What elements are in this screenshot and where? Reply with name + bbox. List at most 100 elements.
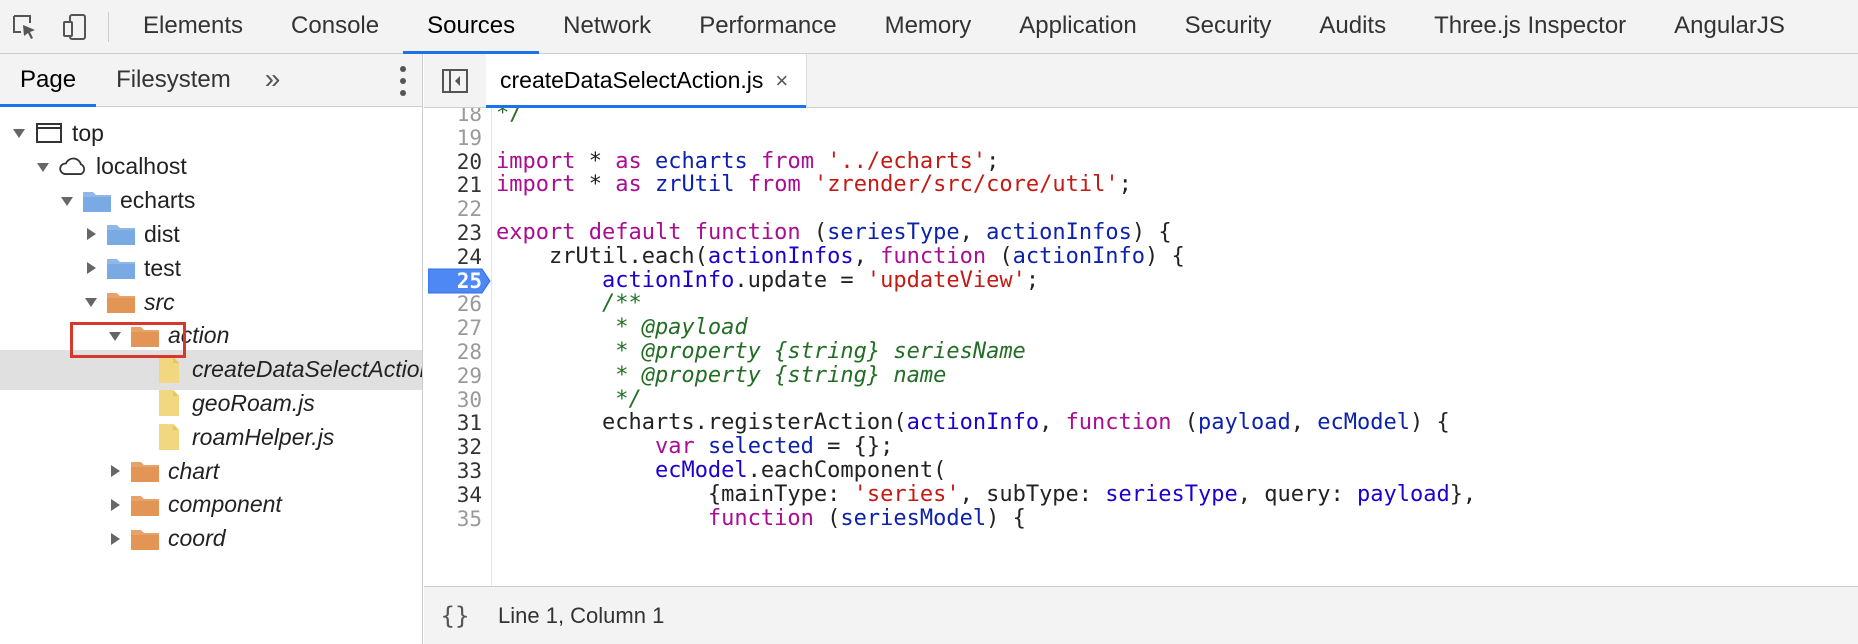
code-text: function (seriesModel) { bbox=[707, 505, 1026, 531]
tab-audits[interactable]: Audits bbox=[1319, 12, 1387, 39]
tree-item-label: roamHelper.js bbox=[192, 423, 335, 450]
expand-triangle-right-icon[interactable] bbox=[106, 530, 124, 548]
code-text: var selected = {}; bbox=[654, 434, 894, 460]
breakpoint-marker-icon[interactable]: 25 bbox=[428, 268, 492, 294]
tab-application[interactable]: Application bbox=[1019, 12, 1137, 39]
tree-item-dist[interactable]: dist bbox=[0, 214, 422, 254]
expand-triangle-down-icon[interactable] bbox=[106, 327, 124, 345]
tree-item-roamhelper-js[interactable]: roamHelper.js bbox=[0, 417, 422, 457]
pretty-print-button[interactable]: {} bbox=[440, 601, 470, 630]
tab-security[interactable]: Security bbox=[1184, 12, 1272, 39]
tab-console[interactable]: Console bbox=[291, 12, 380, 39]
line-number[interactable]: 33 bbox=[456, 459, 482, 483]
code-text: actionInfo.update = 'updateView'; bbox=[601, 267, 1040, 293]
devtools-toolbar: Elements Console Sources Network Performance… bbox=[0, 0, 1858, 54]
folder-orange-icon bbox=[130, 458, 160, 484]
tree-item-label: top bbox=[72, 119, 104, 146]
tree-item-action[interactable]: action bbox=[0, 316, 422, 356]
tree-item-chart[interactable]: chart bbox=[0, 451, 422, 491]
line-number-gutter bbox=[424, 108, 492, 586]
line-number[interactable]: 26 bbox=[456, 292, 482, 317]
close-icon[interactable]: × bbox=[775, 67, 789, 93]
tab-memory[interactable]: Memory bbox=[884, 12, 972, 39]
code-text: /** bbox=[601, 291, 642, 317]
tree-item-component[interactable]: component bbox=[0, 485, 422, 525]
line-number[interactable]: 18 bbox=[456, 108, 482, 126]
tree-item-label: action bbox=[168, 322, 230, 349]
code-line: 33 ecModel.eachComponent( bbox=[424, 457, 1858, 485]
expand-triangle-down-icon[interactable] bbox=[58, 192, 76, 210]
more-tabs-chevron-icon[interactable]: » bbox=[264, 63, 281, 94]
line-number[interactable]: 24 bbox=[456, 244, 482, 269]
tree-item-echarts[interactable]: echarts bbox=[0, 181, 422, 221]
tree-spacer bbox=[130, 428, 148, 446]
line-number[interactable]: 29 bbox=[456, 363, 482, 388]
code-line: 22 bbox=[424, 195, 1858, 223]
tab-filesystem[interactable]: Filesystem bbox=[116, 66, 231, 93]
line-number[interactable]: 30 bbox=[456, 387, 482, 412]
tab-page[interactable]: Page bbox=[0, 54, 97, 107]
line-number[interactable]: 35 bbox=[456, 506, 482, 531]
expand-triangle-down-icon[interactable] bbox=[34, 158, 52, 176]
line-number[interactable]: 19 bbox=[456, 125, 482, 150]
code-text: * @payload bbox=[496, 315, 748, 341]
expand-triangle-right-icon[interactable] bbox=[82, 259, 100, 277]
line-number[interactable]: 20 bbox=[456, 149, 482, 174]
code-line: 34 {mainType: 'series', subType: seriesT… bbox=[424, 481, 1858, 509]
expand-triangle-right-icon[interactable] bbox=[106, 462, 124, 480]
tab-angularjs[interactable]: AngularJS bbox=[1674, 12, 1785, 39]
tab-file-createDataSelectAction[interactable]: createDataSelectAction.js × bbox=[486, 54, 808, 108]
line-number[interactable]: 22 bbox=[456, 197, 482, 222]
folder-orange-icon bbox=[130, 526, 160, 552]
line-number[interactable]: 31 bbox=[456, 411, 482, 436]
code-line: 31 echarts.registerAction(actionInfo, fu… bbox=[424, 409, 1858, 437]
code-line: 35 function (seriesModel) { bbox=[424, 505, 1858, 533]
tree-item-coord[interactable]: coord bbox=[0, 519, 422, 559]
code-line: 30 */ bbox=[424, 386, 1858, 414]
code-text: import * as echarts from '../echarts'; bbox=[496, 148, 1000, 174]
tree-item-label: dist bbox=[144, 220, 180, 247]
code-line: 25 actionInfo.update = 'updateView'; bbox=[424, 267, 1858, 295]
tree-item-label: src bbox=[144, 288, 175, 315]
expand-triangle-right-icon[interactable] bbox=[82, 225, 100, 243]
toggle-navigator-icon[interactable] bbox=[424, 54, 486, 107]
expand-triangle-down-icon[interactable] bbox=[82, 293, 100, 311]
code-text: {mainType: 'series', subType: seriesType… bbox=[496, 481, 1477, 507]
tab-three-js-inspector[interactable]: Three.js Inspector bbox=[1434, 12, 1627, 39]
tab-performance[interactable]: Performance bbox=[699, 12, 837, 39]
line-number[interactable]: 28 bbox=[456, 340, 482, 364]
inspect-element-icon[interactable] bbox=[0, 0, 50, 53]
line-number[interactable]: 23 bbox=[456, 221, 482, 245]
navigator-tabs: Page Filesystem » bbox=[0, 54, 422, 107]
line-number[interactable]: 27 bbox=[456, 316, 482, 341]
folder-blue-icon bbox=[106, 221, 136, 247]
expand-triangle-down-icon[interactable] bbox=[10, 124, 28, 142]
tab-elements[interactable]: Elements bbox=[143, 12, 244, 39]
tree-item-georoam-js[interactable]: geoRoam.js bbox=[0, 383, 422, 423]
expand-triangle-right-icon[interactable] bbox=[106, 496, 124, 514]
code-text: export default function (seriesType, act… bbox=[496, 220, 1172, 245]
kebab-menu-icon[interactable] bbox=[398, 66, 408, 96]
folder-orange-icon bbox=[106, 289, 136, 315]
tree-item-label: coord bbox=[168, 525, 226, 552]
line-number[interactable]: 34 bbox=[456, 482, 482, 507]
device-toolbar-icon[interactable] bbox=[50, 0, 100, 53]
frame-icon bbox=[34, 120, 64, 146]
folder-orange-icon bbox=[130, 323, 160, 349]
line-number[interactable]: 21 bbox=[456, 173, 482, 198]
line-number[interactable]: 32 bbox=[456, 435, 482, 460]
code-text: */ bbox=[496, 386, 642, 412]
tree-item-label: localhost bbox=[96, 153, 187, 180]
file-js-icon bbox=[154, 390, 184, 417]
tree-item-test[interactable]: test bbox=[0, 248, 422, 288]
tab-network[interactable]: Network bbox=[563, 12, 652, 39]
tab-sources[interactable]: Sources bbox=[403, 0, 540, 54]
tree-spacer bbox=[130, 361, 148, 379]
tree-item-top[interactable]: top bbox=[0, 113, 422, 153]
folder-orange-icon bbox=[130, 492, 160, 518]
tree-item-localhost[interactable]: localhost bbox=[0, 147, 422, 187]
highlight-annotation-box bbox=[70, 322, 186, 358]
tree-item-src[interactable]: src bbox=[0, 282, 422, 322]
